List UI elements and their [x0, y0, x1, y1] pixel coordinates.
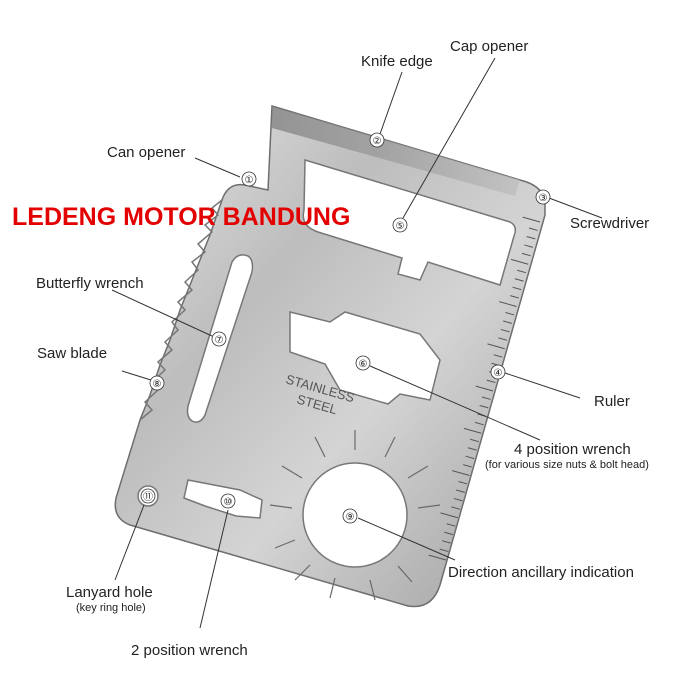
ruler-tick — [526, 235, 536, 240]
ruler-tick — [486, 379, 496, 384]
ruler-tick — [517, 269, 527, 274]
ruler-tick — [487, 343, 505, 350]
ruler-tick — [428, 554, 447, 561]
ruler-tick — [441, 540, 451, 544]
ruler-tick — [503, 320, 512, 324]
ruler-tick — [510, 258, 529, 265]
ruler-tick — [498, 337, 508, 341]
ruler-tick — [453, 497, 463, 502]
knife-edge — [272, 106, 520, 196]
direction-ticks — [269, 430, 441, 601]
label-butterfly-wrench: Butterfly wrench — [36, 275, 144, 292]
callout-number-5: ⑤ — [396, 221, 405, 232]
ruler-tick — [500, 328, 510, 333]
ruler-tick — [444, 531, 454, 536]
ruler-tick — [481, 396, 491, 400]
ruler-tick — [499, 301, 517, 307]
sublabel-lanyard-hole: (key ring hole) — [76, 602, 146, 614]
ruler-tick — [474, 421, 484, 426]
callout-number-1: ① — [245, 175, 254, 186]
label-can-opener: Can opener — [107, 144, 185, 161]
ruler-tick — [463, 427, 482, 434]
ruler-tick — [467, 447, 477, 451]
ruler-tick — [479, 404, 489, 409]
callout-number-11: ⑪ — [143, 491, 153, 503]
callout-number-9: ⑨ — [346, 512, 355, 523]
ruler-tick — [446, 523, 456, 527]
cap-opener-opening — [302, 158, 517, 286]
brand-watermark: LEDENG MOTOR BANDUNG — [12, 203, 351, 231]
ruler-tick — [458, 481, 468, 485]
callout-number-7: ⑦ — [215, 335, 224, 346]
ruler-tick — [470, 438, 480, 443]
ruler-tick — [528, 227, 538, 231]
ruler-tick — [512, 286, 522, 291]
ruler-tick — [465, 455, 475, 460]
ruler-tick — [521, 252, 531, 257]
ruler-tick — [524, 244, 534, 248]
ruler-tick — [493, 354, 503, 358]
ruler-tick — [463, 464, 472, 468]
label-two-position-wrench: 2 position wrench — [131, 642, 248, 659]
ruler-tick — [456, 489, 465, 493]
ruler-tick — [439, 548, 449, 553]
multitool-card: STAINLESS STEEL — [114, 105, 546, 608]
callout-number-6: ⑥ — [359, 359, 368, 370]
callout-labels: Can opener Knife edge Cap opener Screwdr… — [36, 38, 649, 659]
callout-number-3: ③ — [539, 193, 548, 204]
ruler-tick — [505, 312, 515, 316]
callout-number-2: ② — [373, 136, 382, 147]
ruler-tick — [452, 470, 470, 476]
label-knife-edge: Knife edge — [361, 53, 433, 70]
ruler-tick — [514, 278, 524, 282]
label-ruler: Ruler — [594, 393, 630, 410]
ruler-tick — [510, 295, 519, 299]
label-lanyard-hole: Lanyard hole — [66, 584, 153, 601]
callout-markers: ① ② ③ ④ ⑤ ⑥ ⑦ ⑧ ⑨ ⑩ ⑪ — [140, 132, 551, 524]
sublabel-four-position-wrench: (for various size nuts & bolt head) — [485, 459, 649, 471]
leader-lines — [111, 57, 603, 629]
label-saw-blade: Saw blade — [37, 345, 107, 362]
label-direction-indication: Direction ancillary indication — [448, 564, 634, 581]
callout-number-4: ④ — [494, 368, 503, 379]
ruler-tick — [475, 385, 494, 392]
ruler-tick — [440, 512, 458, 519]
ruler-tick — [451, 506, 461, 510]
label-screwdriver: Screwdriver — [570, 215, 649, 232]
callout-number-8: ⑧ — [153, 379, 162, 390]
ruler-tick — [522, 216, 541, 223]
label-cap-opener: Cap opener — [450, 38, 528, 55]
label-four-position-wrench: 4 position wrench — [514, 441, 631, 458]
ruler-ticks — [428, 216, 541, 561]
callout-number-10: ⑩ — [224, 497, 233, 508]
